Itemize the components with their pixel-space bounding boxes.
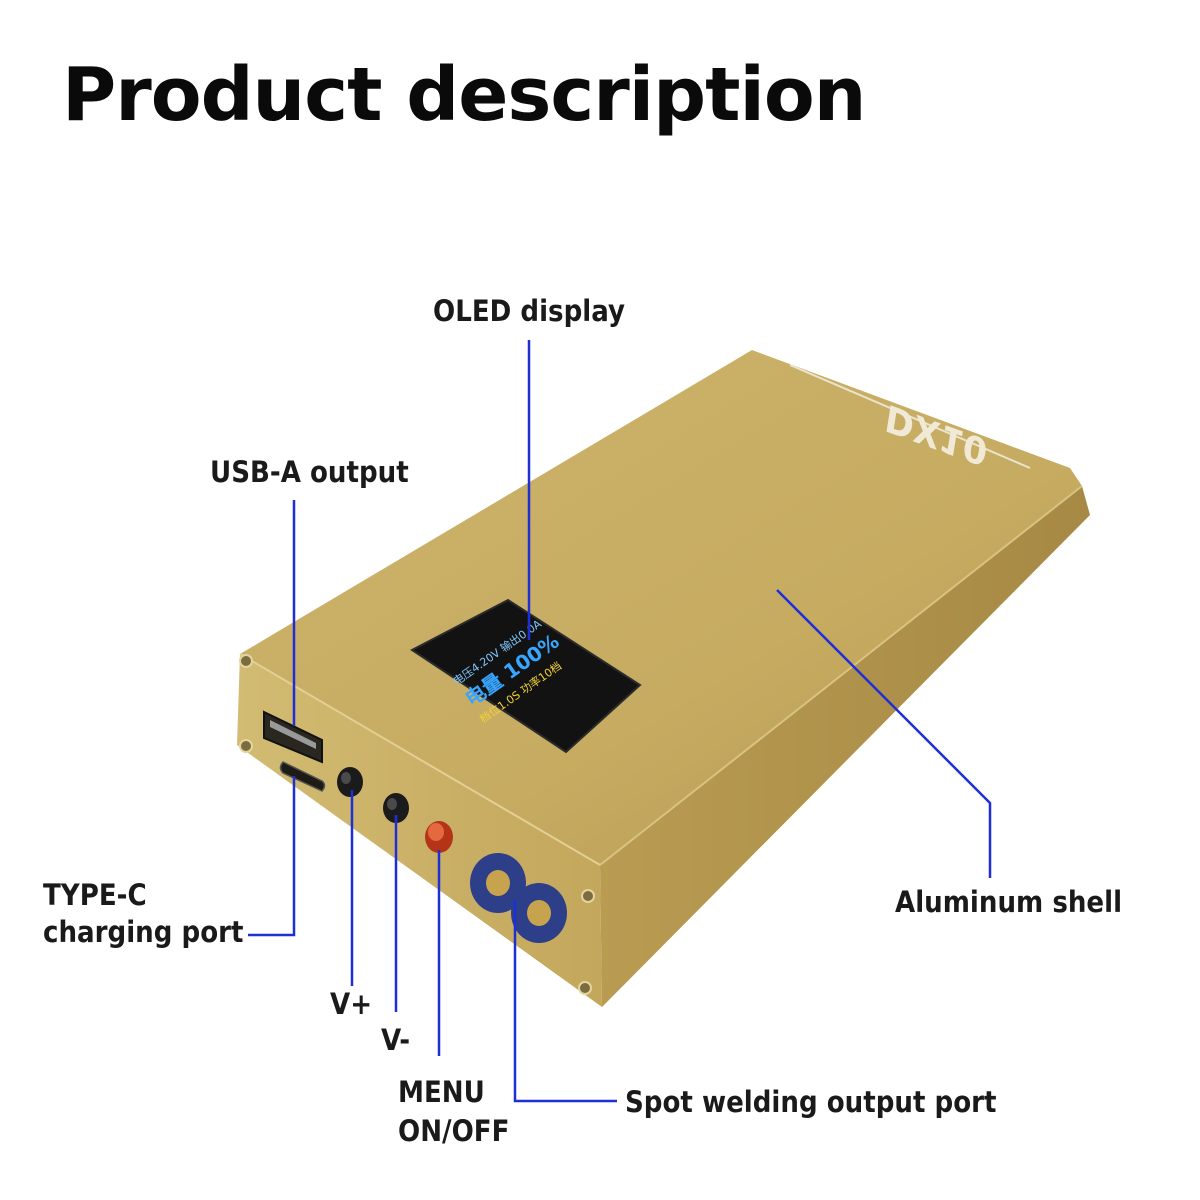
screw-icon <box>239 739 253 753</box>
v-minus-button <box>383 793 409 823</box>
shell-top-face <box>240 350 1082 865</box>
label-aluminum-shell: Aluminum shell <box>895 885 1123 919</box>
label-usb-a-output: USB-A output <box>210 455 409 489</box>
label-menu-line1: MENU <box>398 1075 485 1109</box>
page-title: Product description <box>62 52 866 138</box>
v-plus-button <box>337 767 363 797</box>
oled-display: 电压4.20V 输出0.0A 电量 100% 档位1.0S 功率10档 <box>410 598 642 754</box>
label-spot-welding-port: Spot welding output port <box>625 1085 997 1119</box>
label-oled-display: OLED display <box>433 294 626 328</box>
screw-icon <box>578 981 592 995</box>
screw-icon <box>239 654 253 668</box>
shell-side-face <box>600 486 1090 1007</box>
label-v-minus: V- <box>381 1023 411 1057</box>
callout-shell <box>776 589 992 878</box>
label-v-plus: V+ <box>330 987 373 1021</box>
menu-power-button <box>425 821 453 853</box>
label-type-c-line1: TYPE-C <box>43 878 147 912</box>
label-menu-line2: ON/OFF <box>398 1114 510 1148</box>
screw-icon <box>581 889 595 903</box>
label-type-c-line2: charging port <box>43 915 244 949</box>
type-c-port <box>279 761 326 792</box>
usb-a-port <box>263 710 323 764</box>
welding-output-port <box>470 853 567 943</box>
callout-lines <box>248 340 992 1103</box>
callout-type-c <box>248 776 296 937</box>
shell-front-face <box>237 654 602 1007</box>
callout-welding <box>513 900 617 1103</box>
